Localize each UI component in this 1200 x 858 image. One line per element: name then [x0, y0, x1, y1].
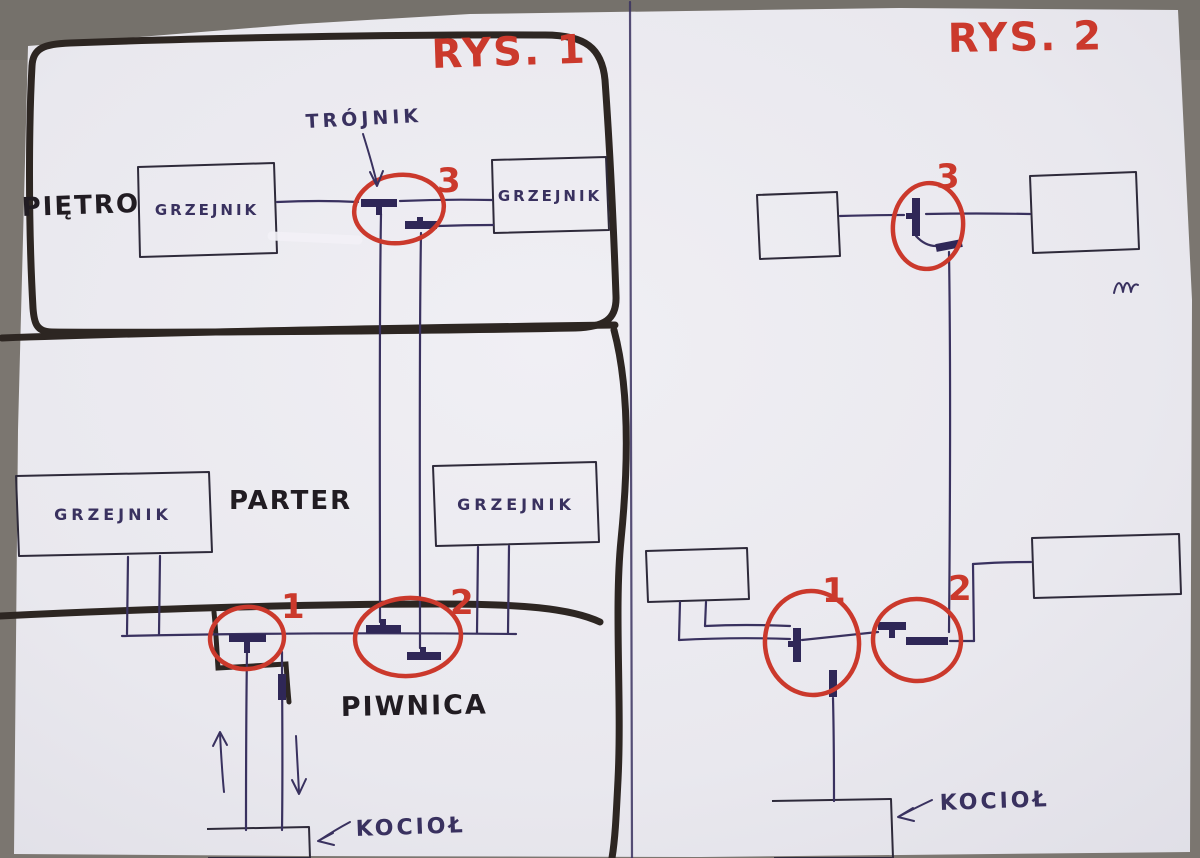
kociol-label: KOCIOŁ [939, 787, 1050, 816]
red-circle-3 [351, 172, 447, 246]
pipe [831, 696, 836, 803]
rys1-radiator-box-top-right [491, 156, 610, 234]
rys2-title: RYS. 2 [947, 13, 1103, 62]
pipe [800, 630, 880, 642]
marker-number-2: 2 [948, 569, 972, 609]
radiator-label-ground-right: GRZEJNIK [457, 495, 575, 514]
ink-scribble [1113, 282, 1139, 294]
floor-label-pietro: PIĘTRO [21, 189, 140, 223]
rys1-radiator-box-ground-left [15, 471, 213, 557]
pipe [838, 213, 906, 218]
pipe [703, 600, 708, 628]
down-arrow [295, 735, 300, 793]
rys1-drawing: RYS. 1 PIĘTRO PARTER PIWNICA TRÓJNIK GRZ… [0, 27, 630, 858]
pipe [244, 650, 249, 832]
pipe [703, 623, 792, 628]
red-circle-2 [352, 595, 464, 679]
floor-label-piwnica: PIWNICA [341, 689, 489, 723]
marker-number-1: 1 [281, 587, 305, 627]
down-arrow-head [291, 778, 307, 795]
pipe [436, 223, 495, 228]
kociol-label: KOCIOŁ [355, 813, 466, 842]
pipe [677, 637, 792, 642]
rys2-radiator-box-lower-right [1031, 533, 1182, 599]
kociol-arrow-head [317, 832, 335, 846]
rys1-title: RYS. 1 [431, 27, 588, 78]
pipe [475, 545, 480, 635]
rys1-floor-slab-line [0, 321, 619, 342]
radiator-label-top-left: GRZEJNIK [155, 201, 259, 219]
trojnik-arrow [362, 133, 378, 185]
pipe [378, 212, 383, 624]
pipe [398, 198, 494, 203]
rys1-fittings [229, 199, 441, 700]
rys2-radiator-box-lower-left [645, 547, 750, 603]
rys2-radiator-box-top-right [1029, 171, 1140, 254]
pipe [971, 562, 976, 643]
pipe [971, 560, 1033, 566]
rys1-house-outline [0, 31, 630, 858]
marker-number-3: 3 [437, 161, 461, 201]
rys2-drawing: RYS. 2 3 1 2 KOCIOŁ [645, 13, 1182, 858]
radiator-label-top-right: GRZEJNIK [498, 187, 602, 205]
red-circle-1 [207, 604, 287, 672]
rys2-pipes [677, 212, 1033, 803]
paper-center-divider [628, 0, 634, 858]
pipe [157, 554, 162, 636]
red-circle-1 [762, 588, 862, 698]
correction-mark [267, 231, 363, 245]
up-arrow [219, 733, 225, 793]
pipe [677, 600, 682, 642]
rys2-boiler-box [771, 798, 894, 858]
rys1-basement-step [211, 609, 292, 705]
up-arrow-head [212, 731, 228, 747]
kociol-arrow-head [897, 807, 915, 822]
rys1-radiator-box-top-left [137, 162, 278, 258]
pipe [418, 231, 423, 650]
trojnik-arrow-head [369, 170, 384, 187]
rys1-right-wall [608, 326, 630, 858]
pipe [506, 544, 511, 635]
pipe [275, 199, 360, 204]
radiator-label-ground-left: GRZEJNIK [54, 505, 172, 524]
floor-label-parter: PARTER [229, 486, 352, 516]
rys1-flow-arrows [212, 731, 307, 795]
marker-number-3: 3 [936, 157, 960, 197]
rys2-radiator-box-top-left [756, 191, 841, 260]
marker-number-1: 1 [822, 571, 846, 611]
red-circle-3 [890, 180, 966, 272]
marker-number-2: 2 [450, 583, 474, 623]
pipe [947, 250, 952, 634]
pipe [924, 212, 1032, 216]
pipe [125, 555, 130, 636]
paper-sheet [14, 8, 1192, 857]
red-circle-2 [870, 596, 964, 684]
rys1-boiler-box [206, 826, 311, 858]
pipe [914, 234, 938, 248]
rys1-radiator-box-ground-right [432, 461, 600, 547]
